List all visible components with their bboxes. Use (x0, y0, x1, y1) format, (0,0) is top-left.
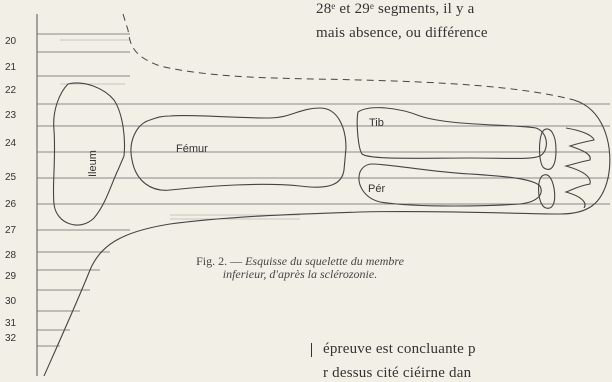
segment-lines (37, 34, 610, 346)
tibia-label: Tib (369, 117, 384, 129)
segment-label-25: 25 (5, 172, 17, 183)
segment-label-20: 20 (5, 36, 17, 47)
limb-outline-lower (44, 100, 610, 376)
perone-label: Pér (368, 183, 385, 195)
segment-label-27: 27 (5, 225, 17, 236)
body-text-line-1: 28ᵉ et 29ᵉ segments, il y a (316, 0, 474, 18)
segment-label-31: 31 (5, 318, 17, 329)
body-text-line-3: épreuve est concluante p (323, 340, 476, 358)
tibia-bone (357, 108, 546, 159)
figure-caption-text-1: Esquisse du squelette du membre (245, 254, 404, 268)
segment-label-30: 30 (5, 296, 17, 307)
segment-label-26: 26 (5, 199, 17, 210)
ileum-label: Ileum (87, 150, 99, 177)
segment-label-28: 28 (5, 250, 17, 261)
segment-label-21: 21 (5, 62, 17, 73)
segment-label-32: 32 (5, 333, 17, 344)
segment-label-22: 22 (5, 85, 17, 96)
foot-bones (539, 128, 594, 208)
figure-caption-text-2: inferieur, d'après la sclérozonie. (223, 267, 377, 281)
segment-label-29: 29 (5, 271, 17, 282)
figure-caption-line-2: inferieur, d'après la sclérozonie. (150, 268, 450, 281)
body-text-line-2: mais absence, ou différence (316, 24, 488, 42)
perone-bone (359, 164, 541, 206)
body-text-line-4: r dessus cité ciéirne dan (323, 364, 471, 382)
segment-label-23: 23 (5, 110, 17, 121)
femur-label: Fémur (176, 143, 208, 155)
segment-label-group: 20 21 22 23 24 25 26 27 28 29 30 31 32 (5, 36, 17, 344)
segment-label-24: 24 (5, 138, 17, 149)
text-margin-bar (311, 343, 312, 357)
figure-caption-prefix: Fig. 2. — (196, 254, 245, 268)
